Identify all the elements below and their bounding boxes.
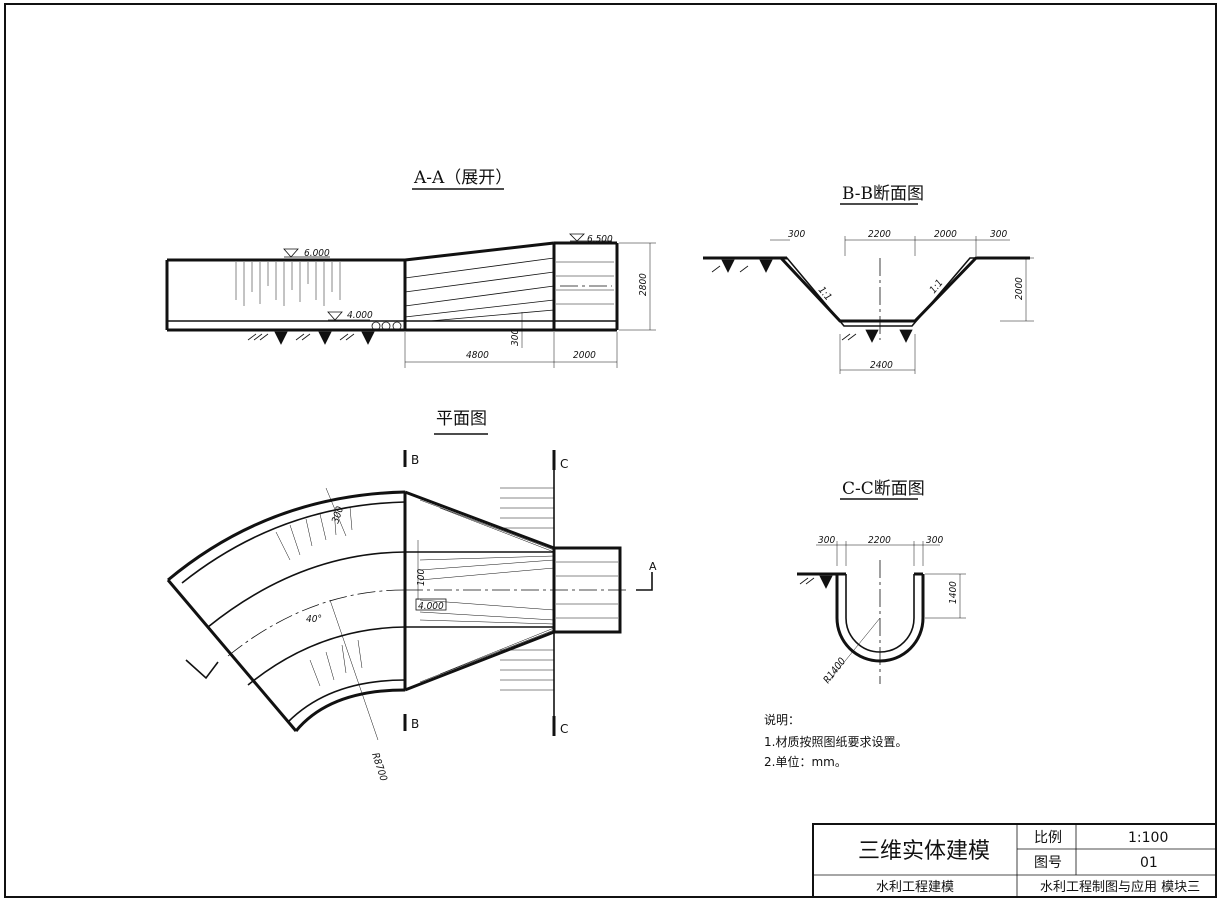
svg-text:300: 300 [926,535,943,546]
svg-text:100: 100 [416,569,427,586]
svg-text:B: B [411,717,419,731]
title-block: 三维实体建模 比例 1:100 图号 01 水利工程建模 水利工程制图与应用 模… [812,823,1217,898]
svg-text:R8700: R8700 [369,752,389,783]
svg-text:300: 300 [330,505,346,525]
svg-text:比例: 比例 [1034,830,1062,846]
svg-text:2000: 2000 [934,229,957,240]
bb-title: B-B断面图 [842,184,924,204]
svg-text:1400: 1400 [948,581,959,604]
section-bb: B-B断面图 300 2200 2000 [703,184,1034,374]
plan-title: 平面图 [436,409,487,429]
svg-text:2000: 2000 [1014,277,1025,300]
svg-text:B: B [411,453,419,467]
svg-text:1:1: 1:1 [816,285,834,303]
svg-text:R1400: R1400 [822,656,849,686]
section-aa: A-A（展开） [165,168,656,368]
svg-text:4800: 4800 [466,350,489,361]
notes: 说明： 1.材质按照图纸要求设置。 2.单位：mm。 [764,712,907,769]
cc-title: C-C断面图 [842,479,925,499]
svg-text:A: A [649,560,657,573]
aa-title: A-A（展开） [413,168,512,188]
svg-text:1.材质按照图纸要求设置。: 1.材质按照图纸要求设置。 [764,735,907,749]
svg-text:300: 300 [510,329,521,346]
svg-text:说明：: 说明： [764,712,800,727]
svg-text:2000: 2000 [573,350,596,361]
svg-text:C: C [560,457,568,471]
svg-text:1:100: 1:100 [1128,830,1168,846]
drawing-name: 三维实体建模 [858,839,990,864]
svg-text:300: 300 [990,229,1007,240]
svg-text:2.单位：mm。: 2.单位：mm。 [764,754,847,769]
svg-text:2400: 2400 [870,360,893,371]
svg-text:40°: 40° [306,614,322,625]
svg-text:300: 300 [818,535,835,546]
svg-text:C: C [560,722,568,736]
plan-view: 平面图 [166,409,657,783]
svg-text:2200: 2200 [868,229,891,240]
svg-text:图号: 图号 [1034,855,1062,871]
svg-text:6.500: 6.500 [587,234,613,245]
sheet-border [4,3,1217,898]
svg-text:4.000: 4.000 [418,601,444,612]
svg-text:水利工程建模: 水利工程建模 [876,880,954,895]
svg-text:2200: 2200 [868,535,891,546]
svg-text:4.000: 4.000 [347,310,373,321]
svg-text:6.000: 6.000 [304,248,330,259]
svg-text:水利工程制图与应用 模块三: 水利工程制图与应用 模块三 [1040,879,1200,895]
svg-text:2800: 2800 [638,273,649,296]
svg-text:01: 01 [1140,855,1158,871]
svg-text:300: 300 [788,229,805,240]
section-cc: C-C断面图 300 2200 300 1400 R1400 [797,479,966,686]
